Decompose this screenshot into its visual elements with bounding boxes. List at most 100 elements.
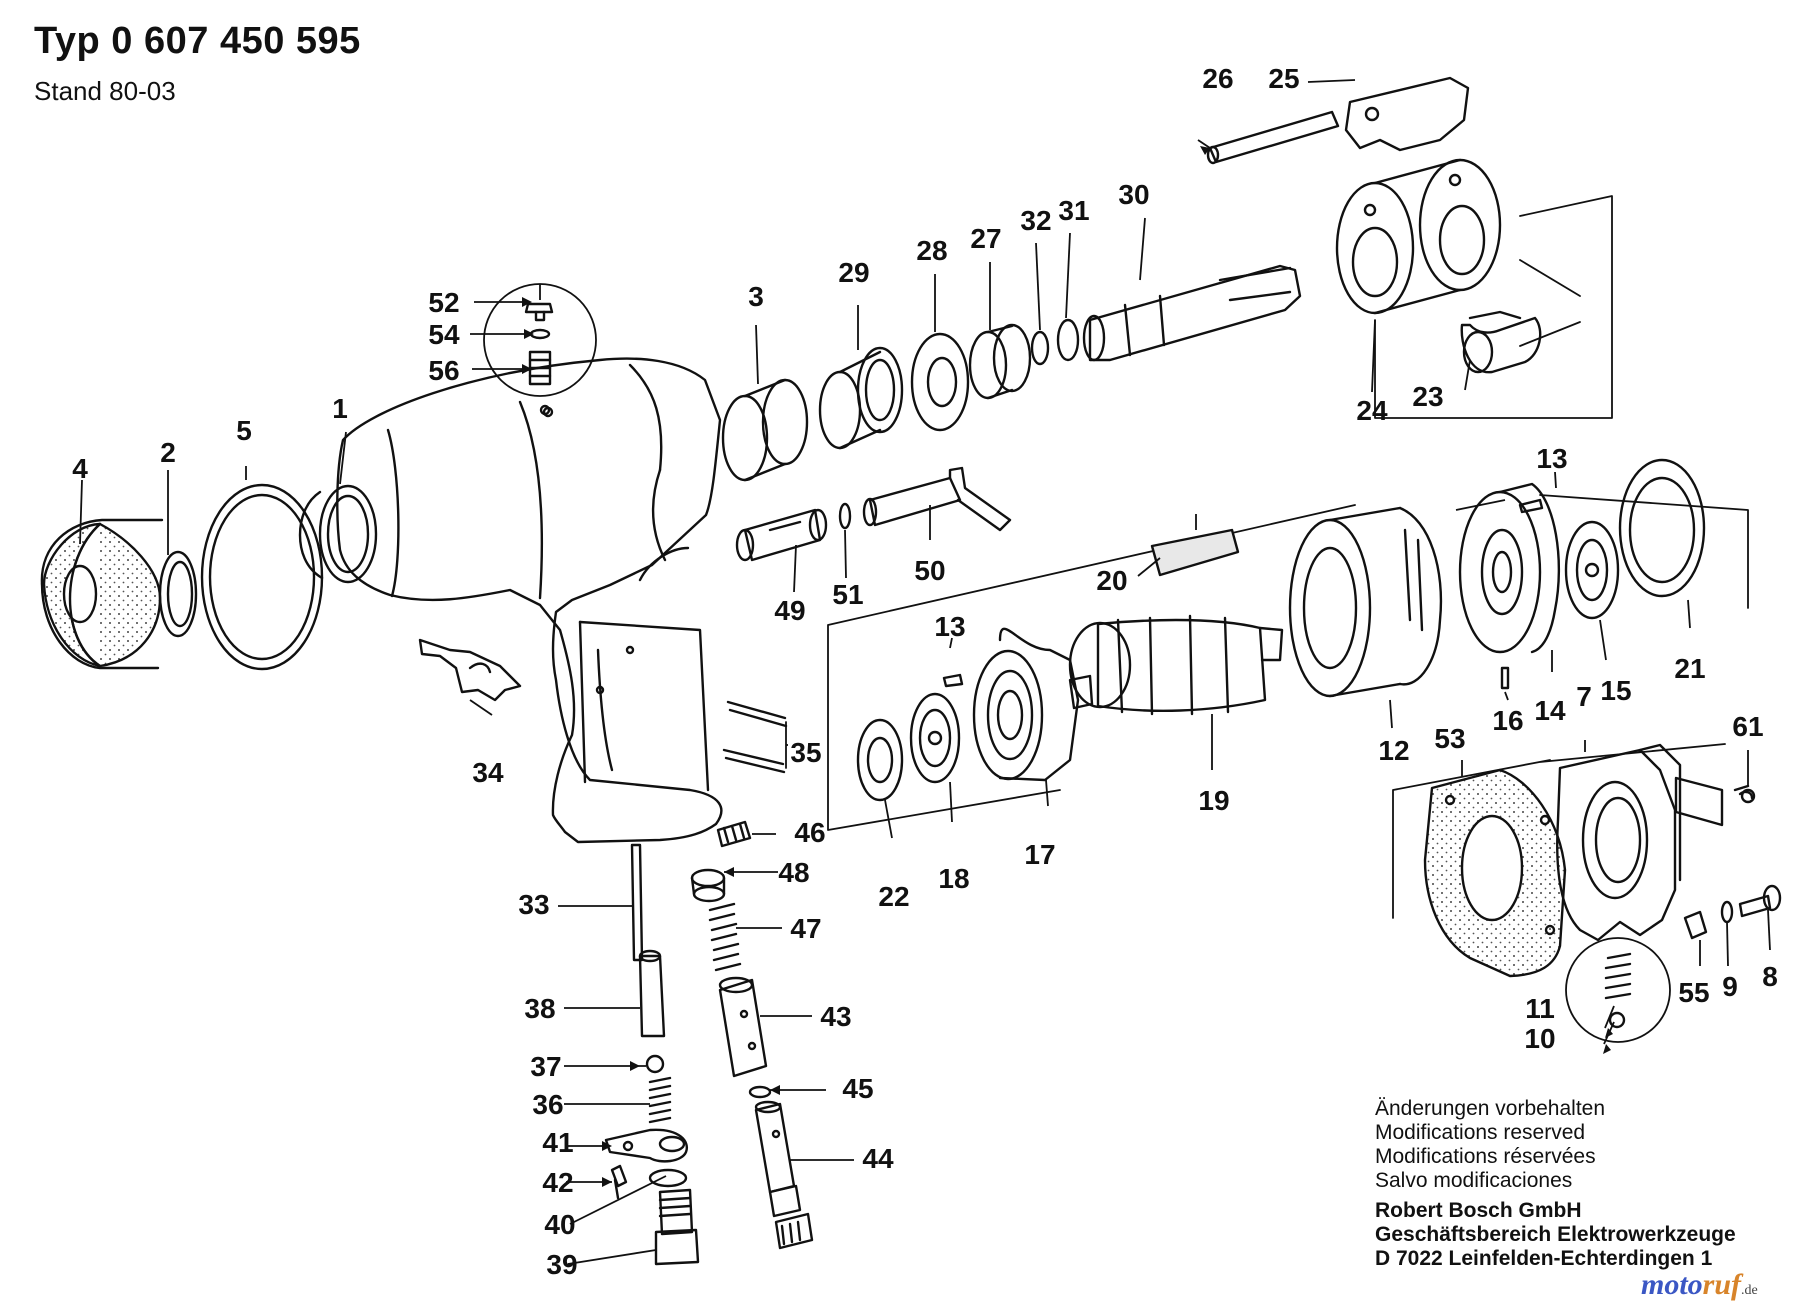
- part-15-bearing: [1564, 520, 1620, 620]
- callout-38: 38: [524, 993, 555, 1024]
- callout-47: 47: [790, 913, 821, 944]
- part-42-screw: [610, 1164, 628, 1200]
- stand-date: Stand 80-03: [34, 76, 176, 106]
- callout-2: 2: [160, 437, 176, 468]
- part-27-ring: [968, 323, 1032, 400]
- part-37-ball: [645, 1054, 665, 1074]
- callout-17: 17: [1024, 839, 1055, 870]
- callout-5: 5: [236, 415, 252, 446]
- part-44-valve-stem: [754, 1100, 814, 1250]
- callout-3: 3: [748, 281, 764, 312]
- part-20-vane: [1150, 528, 1240, 577]
- part-26-pin: [1206, 110, 1340, 165]
- callout-37: 37: [530, 1051, 561, 1082]
- callout-51: 51: [832, 579, 863, 610]
- callout-23: 23: [1412, 381, 1443, 412]
- callout-10: 10: [1524, 1023, 1555, 1054]
- company-address: D 7022 Leinfelden-Echterdingen 1: [1375, 1247, 1713, 1270]
- callout-46: 46: [794, 817, 825, 848]
- part-49-sleeve: [735, 508, 828, 562]
- notes-block: Änderungen vorbehalten Modifications res…: [1375, 1097, 1736, 1271]
- callout-24: 24: [1356, 395, 1388, 426]
- part-3-bushing: [721, 378, 809, 482]
- callout-32: 32: [1020, 205, 1051, 236]
- part-34-trigger: [418, 638, 522, 702]
- company-division: Geschäftsbereich Elektrowerkzeuge: [1375, 1223, 1736, 1246]
- part-30-anvil: [1082, 264, 1302, 362]
- part-32-circlip: [1030, 330, 1050, 366]
- part-31-circlip: [1056, 318, 1080, 362]
- part-48-bush: [690, 868, 726, 903]
- callout-22: 22: [878, 881, 909, 912]
- callout-31: 31: [1058, 195, 1089, 226]
- callout-35: 35: [790, 737, 821, 768]
- callout-42: 42: [542, 1167, 573, 1198]
- part-38-valve: [638, 949, 666, 1038]
- part-5-ring: [200, 483, 324, 671]
- part-14-end-plate: [1458, 482, 1561, 654]
- part-50-reverse-lever: [862, 466, 1012, 532]
- callout-54: 54: [428, 319, 460, 350]
- callout-16: 16: [1492, 705, 1523, 736]
- note-line-en: Modifications reserved: [1375, 1121, 1586, 1144]
- type-title: Typ 0 607 450 595: [34, 20, 361, 62]
- callout-43: 43: [820, 1001, 851, 1032]
- callout-19: 19: [1198, 785, 1229, 816]
- part-23-hammer: [1460, 310, 1542, 374]
- callout-29: 29: [838, 257, 869, 288]
- part-53-gasket: [1423, 768, 1567, 978]
- part-4-buffer: [40, 518, 164, 670]
- callout-52: 52: [428, 287, 459, 318]
- watermark-logo: motoruf.de: [1641, 1268, 1758, 1302]
- part-17-end-plate: [972, 627, 1080, 782]
- part-41-lever: [604, 1128, 689, 1163]
- part-2-ring: [158, 550, 198, 638]
- callout-4: 4: [72, 453, 88, 484]
- part-47-spring: [708, 902, 742, 972]
- callout-39: 39: [546, 1249, 577, 1280]
- watermark-part-a: moto: [1641, 1268, 1703, 1301]
- callout-labels: 4 2 5 1 52 54 56 3 29 28 27 32 31 30 26 …: [72, 63, 1778, 1280]
- callout-56: 56: [428, 355, 459, 386]
- part-29-bushing: [818, 346, 904, 450]
- note-line-fr: Modifications réservées: [1375, 1145, 1596, 1168]
- part-8-screw: [1738, 884, 1782, 918]
- callout-25: 25: [1268, 63, 1299, 94]
- callout-18: 18: [938, 863, 969, 894]
- company-name: Robert Bosch GmbH: [1375, 1199, 1582, 1222]
- callout-34: 34: [472, 757, 504, 788]
- callout-55: 55: [1678, 977, 1709, 1008]
- part-18-bearing: [909, 692, 961, 784]
- callout-33: 33: [518, 889, 549, 920]
- part-51-circlip: [838, 502, 852, 530]
- leader-lines: [79, 79, 1771, 1265]
- callout-26: 26: [1202, 63, 1233, 94]
- part-19-rotor: [1068, 614, 1284, 716]
- callout-8: 8: [1762, 961, 1778, 992]
- callout-30: 30: [1118, 179, 1149, 210]
- callout-1: 1: [332, 393, 348, 424]
- part-22-bearing: [856, 718, 904, 802]
- callout-61: 61: [1732, 711, 1763, 742]
- part-13-pin-a: [942, 673, 964, 688]
- callout-12: 12: [1378, 735, 1409, 766]
- part-12-cylinder: [1288, 506, 1443, 698]
- part-33-pin: [630, 843, 644, 962]
- callout-28: 28: [916, 235, 947, 266]
- part-55-spring-sleeve: [1683, 910, 1708, 940]
- part-61-screw: [1674, 776, 1756, 827]
- callout-9: 9: [1722, 971, 1738, 1002]
- note-line-de: Änderungen vorbehalten: [1375, 1097, 1606, 1120]
- watermark-suffix: .de: [1741, 1283, 1758, 1298]
- part-7-back-cover: [1555, 743, 1682, 942]
- part-40-washer: [648, 1168, 688, 1188]
- callout-50: 50: [914, 555, 945, 586]
- part-35-pins: [722, 700, 788, 774]
- part-28-disc: [910, 332, 970, 432]
- part-45-o-ring: [748, 1085, 772, 1099]
- detail-11-10-circle: [1565, 937, 1671, 1043]
- part-43-valve-sleeve: [718, 976, 768, 1078]
- part-9-washer: [1720, 900, 1734, 924]
- callout-40: 40: [544, 1209, 575, 1240]
